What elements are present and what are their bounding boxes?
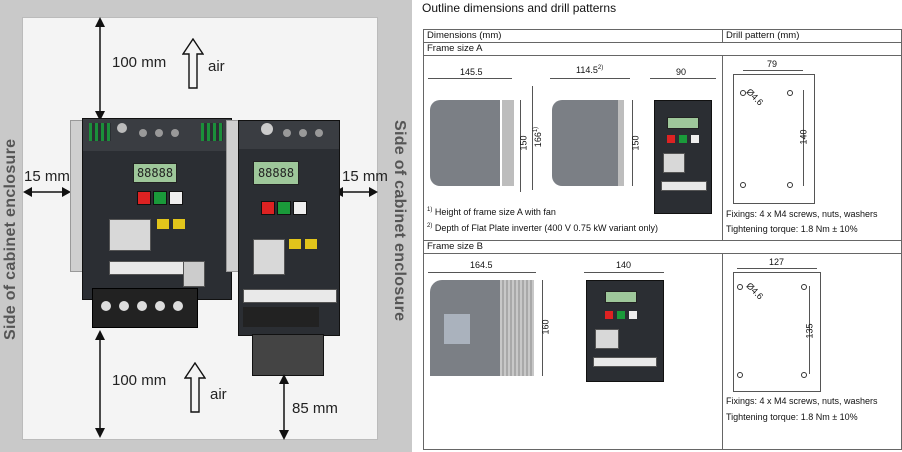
frame-b-dimensions-cell: 164.5 160 140 [423, 253, 723, 450]
frame-b-drill-cell: 127 135 Ø4.6 Fixings: 4 x M4 screws, nut… [722, 253, 902, 450]
page-title: Outline dimensions and drill patterns [422, 1, 617, 15]
frame-a-note-1: 1) Height of frame size A with fan [427, 207, 556, 217]
frame-a-width-front: 90 [676, 67, 687, 77]
frame-b-drill-plate [733, 272, 821, 392]
dimensions-panel: Outline dimensions and drill patterns Di… [414, 0, 902, 452]
drill-hole [801, 284, 807, 290]
installation-clearance-diagram: Side of cabinet enclosure Side of cabine… [0, 0, 412, 452]
frame-a-height-fan: 1661) [533, 126, 544, 148]
frame-a-fixings: Fixings: 4 x M4 screws, nuts, washers [726, 209, 878, 219]
frame-a-drill-cell: 79 140 Ø4.6 Fixings: 4 x M4 screws, nuts… [722, 55, 902, 241]
top-clearance-arrow [95, 17, 105, 121]
dimensions-table: Dimensions (mm) Drill pattern (mm) Frame… [423, 29, 902, 450]
clearance-top-label: 100 mm [112, 54, 167, 71]
frame-b-fixings: Fixings: 4 x M4 screws, nuts, washers [726, 396, 878, 406]
air-arrow-bottom [184, 362, 206, 413]
inverter-b-display: 88888 [253, 161, 299, 185]
header-drill: Drill pattern (mm) [722, 29, 902, 43]
frame-a-torque: Tightening torque: 1.8 Nm ± 10% [726, 224, 858, 234]
frame-b-width-side: 164.5 [470, 260, 493, 270]
air-label-bottom: air [210, 386, 227, 403]
frame-a-height2: 150 [630, 135, 641, 151]
frame-b-side-view [430, 280, 500, 376]
header-dimensions: Dimensions (mm) [423, 29, 723, 43]
frame-b-front-view [586, 280, 664, 382]
frame-b-label-row: Frame size B [423, 240, 902, 254]
frame-a-drill-height: 140 [798, 129, 809, 145]
frame-a-drill-width: 79 [767, 59, 778, 69]
clearance-right-label: 15 mm [342, 168, 388, 185]
frame-a-width-side: 145.5 [460, 67, 483, 77]
right-clearance-arrow [334, 187, 378, 197]
drill-hole [737, 372, 743, 378]
drill-hole [740, 182, 746, 188]
air-label-top: air [208, 58, 225, 75]
frame-a-width-side2: 114.52) [576, 65, 604, 75]
frame-b-torque: Tightening torque: 1.8 Nm ± 10% [726, 412, 858, 422]
bottom-small-clearance-arrow [279, 374, 289, 440]
left-clearance-arrow [23, 187, 71, 197]
frame-a-dimensions-cell: 145.5 150 1661) 114.52) 150 90 [423, 55, 723, 241]
frame-a-side-view [430, 100, 500, 186]
bottom-clearance-arrow [95, 330, 105, 438]
frame-b-width-front: 140 [616, 260, 632, 270]
clearance-bottom-label: 100 mm [112, 372, 167, 389]
frame-a-note-2: 2) Depth of Flat Plate inverter (400 V 0… [427, 223, 658, 233]
air-arrow-top [182, 38, 204, 89]
drill-hole [787, 182, 793, 188]
frame-a-front-view [654, 100, 712, 214]
frame-a-drill-plate [733, 74, 815, 204]
drill-hole [740, 90, 746, 96]
inverter-a: 88888 [82, 118, 232, 300]
inverter-a-display: 88888 [133, 163, 177, 183]
frame-b-height: 160 [540, 319, 551, 335]
frame-a-label-row: Frame size A [423, 42, 902, 56]
frame-a-height: 150 [518, 135, 529, 151]
drill-hole [737, 284, 743, 290]
clearance-bottom-small-label: 85 mm [292, 400, 338, 417]
drill-hole [787, 90, 793, 96]
inverter-b: 88888 [238, 120, 340, 336]
side-label-left: Side of cabinet enclosure [2, 138, 19, 340]
inverter-a-power-terminals [92, 288, 198, 328]
inverter-b-bottom [252, 334, 324, 376]
frame-b-drill-width: 127 [769, 257, 785, 267]
frame-a-flat-plate-view [552, 100, 618, 186]
side-label-right: Side of cabinet enclosure [391, 120, 408, 322]
clearance-left-label: 15 mm [24, 168, 70, 185]
drill-hole [801, 372, 807, 378]
frame-b-drill-height: 135 [804, 323, 815, 339]
